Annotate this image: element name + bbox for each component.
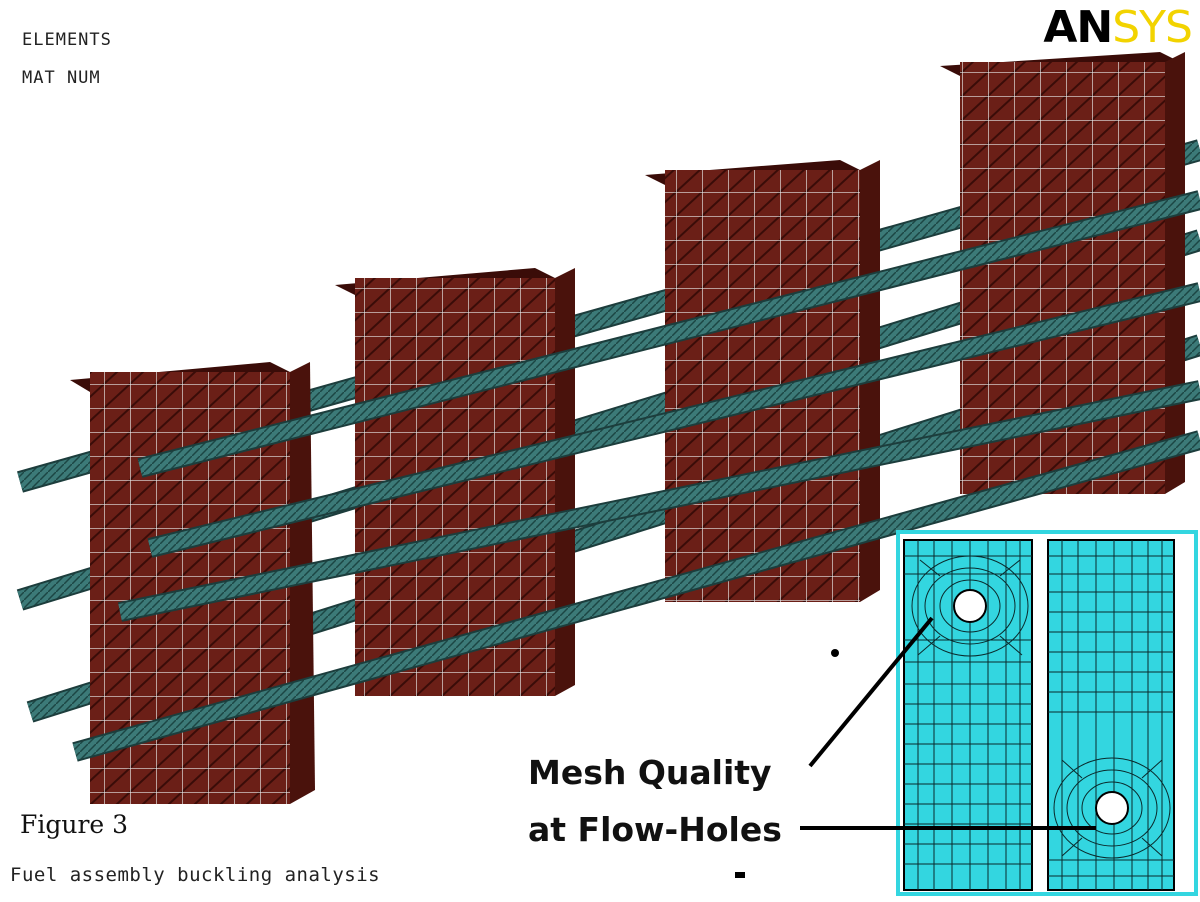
ansys-logo: ANSYS [1043, 2, 1193, 53]
callout-line-1: Mesh Quality [528, 753, 772, 792]
flow-hole-2 [1095, 791, 1129, 825]
header-material-label: MAT NUM [22, 68, 101, 88]
header-elements-label: ELEMENTS [22, 30, 112, 50]
callout-line-2: at Flow-Holes [528, 810, 782, 849]
spacer-grid-4 [940, 52, 1185, 494]
logo-part-an: AN [1043, 2, 1113, 53]
figure-caption: Fuel assembly buckling analysis [10, 864, 381, 886]
radial-mesh-hole-1 [911, 555, 1029, 657]
mesh-inset-panel [896, 530, 1198, 896]
fuel-rods-front [72, 190, 1200, 762]
dot-marker [735, 872, 745, 878]
callout-leader-1 [808, 616, 934, 768]
flow-hole-1 [953, 589, 987, 623]
mesh-grid-lines [917, 540, 1163, 890]
logo-part-sys: SYS [1112, 2, 1193, 53]
figure-label: Figure 3 [20, 810, 129, 839]
dot-marker [831, 649, 839, 657]
radial-mesh-hole-2 [1053, 757, 1171, 859]
